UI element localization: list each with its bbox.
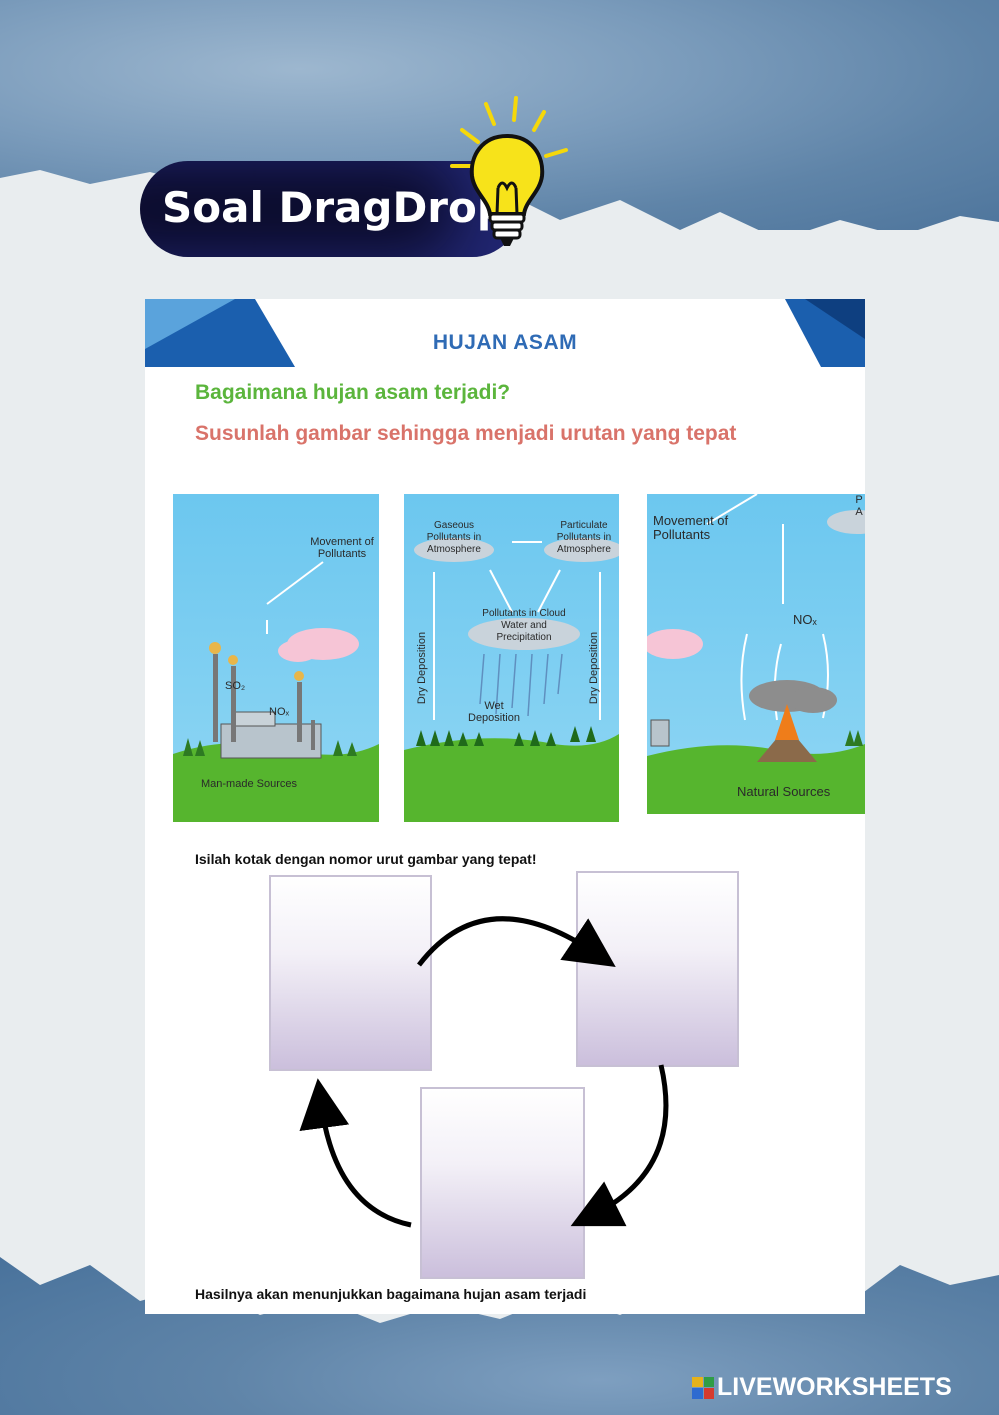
arrow-3-to-1 — [321, 1103, 411, 1225]
arrow-1-to-2 — [419, 919, 595, 965]
logo-icon — [692, 1377, 714, 1399]
arrow-2-to-3 — [593, 1065, 666, 1215]
brand-text: LIVEWORKSHEETS — [717, 1373, 952, 1402]
lightbulb-icon — [442, 96, 572, 256]
result-text: Hasilnya akan menunjukkan bagaimana huja… — [195, 1286, 586, 1302]
worksheet: HUJAN ASAM Bagaimana hujan asam terjadi?… — [145, 299, 865, 1314]
liveworksheets-logo: LIVEWORKSHEETS — [692, 1373, 952, 1402]
cycle-arrows — [145, 299, 865, 1314]
